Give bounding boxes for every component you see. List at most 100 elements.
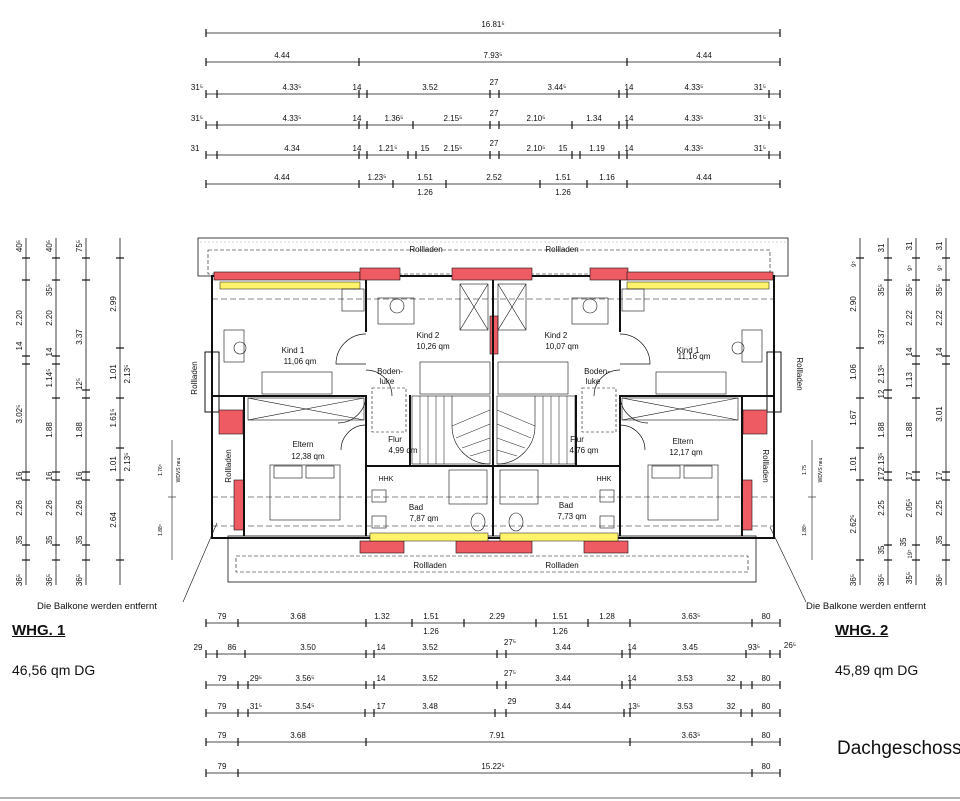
svg-text:15: 15	[559, 144, 568, 153]
stairs	[411, 395, 576, 465]
svg-text:36⁵: 36⁵	[15, 574, 24, 586]
svg-text:14: 14	[905, 347, 914, 356]
top-dimension-ticks	[205, 29, 781, 188]
svg-text:31⁵: 31⁵	[754, 114, 766, 123]
svg-text:36⁵: 36⁵	[75, 574, 84, 586]
svg-text:26⁵: 26⁵	[784, 641, 796, 650]
svg-text:2.25: 2.25	[877, 500, 886, 516]
furniture	[223, 283, 763, 532]
svg-text:2.13⁵: 2.13⁵	[123, 365, 132, 384]
svg-text:29: 29	[508, 697, 517, 706]
svg-text:1.51: 1.51	[555, 173, 571, 182]
shutter-label: Rollladen	[761, 449, 770, 482]
svg-text:93⁵: 93⁵	[748, 643, 760, 652]
room-name: luke	[380, 377, 395, 386]
svg-text:2.20: 2.20	[15, 310, 24, 326]
svg-text:31: 31	[877, 243, 886, 252]
svg-text:9⁵: 9⁵	[937, 265, 944, 271]
svg-text:1.32: 1.32	[374, 612, 390, 621]
room-area: 10,26 qm	[416, 342, 450, 351]
svg-text:1.13: 1.13	[905, 372, 914, 388]
svg-text:3.52: 3.52	[422, 674, 438, 683]
svg-text:1.51: 1.51	[417, 173, 433, 182]
svg-text:79: 79	[218, 702, 227, 711]
svg-text:2.90: 2.90	[849, 296, 858, 312]
top-dimension-chains	[206, 32, 780, 185]
svg-text:36⁵: 36⁵	[935, 574, 944, 586]
shutter-label: Rollladen	[224, 449, 233, 482]
svg-text:80: 80	[762, 612, 771, 621]
svg-text:1.28: 1.28	[599, 612, 615, 621]
room-name: Kind 2	[545, 331, 568, 340]
svg-text:40⁵: 40⁵	[45, 240, 54, 252]
unit-1-area: 46,56 qm DG	[12, 662, 96, 678]
svg-text:29⁵: 29⁵	[250, 674, 262, 683]
svg-text:14: 14	[45, 347, 54, 356]
svg-text:31⁵: 31⁵	[191, 83, 203, 92]
svg-text:3.53: 3.53	[677, 674, 693, 683]
svg-text:19⁵: 19⁵	[907, 549, 914, 559]
room-area: 4,76 qm	[570, 446, 599, 455]
svg-text:7.93⁵: 7.93⁵	[484, 51, 503, 60]
attic-hatches	[371, 387, 617, 433]
svg-text:14: 14	[935, 347, 944, 356]
room-area: 10,07 qm	[545, 342, 579, 351]
svg-text:1.88⁵: 1.88⁵	[158, 524, 164, 536]
svg-text:17: 17	[905, 471, 914, 480]
svg-text:2.20: 2.20	[45, 310, 54, 326]
svg-text:7.91: 7.91	[489, 731, 505, 740]
svg-text:4.33⁵: 4.33⁵	[283, 114, 302, 123]
svg-text:1.88: 1.88	[45, 422, 54, 438]
svg-text:27⁵: 27⁵	[504, 669, 516, 678]
unit-2-area: 45,89 qm DG	[835, 662, 919, 678]
svg-text:1.21⁵: 1.21⁵	[379, 144, 398, 153]
room-name: Eltern	[673, 437, 694, 446]
svg-text:3.63⁵: 3.63⁵	[682, 612, 701, 621]
svg-text:1.76⁵: 1.76⁵	[158, 464, 164, 476]
svg-text:WDVS neu: WDVS neu	[176, 457, 182, 482]
svg-text:3.44: 3.44	[555, 643, 571, 652]
svg-text:1.75: 1.75	[802, 465, 808, 475]
svg-text:31⁵: 31⁵	[754, 83, 766, 92]
bottom-dimension-chains	[206, 622, 780, 774]
svg-text:79: 79	[218, 612, 227, 621]
svg-text:27: 27	[490, 109, 499, 118]
svg-text:36⁵: 36⁵	[45, 574, 54, 586]
svg-text:2.29: 2.29	[489, 612, 505, 621]
room-name: Boden-	[584, 367, 610, 376]
svg-text:35: 35	[899, 537, 908, 546]
svg-text:35⁵: 35⁵	[905, 284, 914, 296]
svg-text:29: 29	[194, 643, 203, 652]
svg-text:4.44: 4.44	[274, 173, 290, 182]
svg-text:32: 32	[727, 674, 736, 683]
svg-text:1.34: 1.34	[586, 114, 602, 123]
svg-text:17: 17	[935, 471, 944, 480]
wdvs-markers	[168, 440, 816, 560]
room-name: Kind 1	[282, 346, 305, 355]
room-name: Kind 1	[677, 346, 700, 355]
balcony-leader-lines	[182, 522, 807, 603]
svg-text:1.23⁵: 1.23⁵	[368, 173, 387, 182]
svg-text:31⁵: 31⁵	[754, 144, 766, 153]
svg-text:40⁵: 40⁵	[15, 240, 24, 252]
svg-text:17: 17	[377, 702, 386, 711]
interior-walls	[212, 280, 774, 536]
room-name: Bad	[409, 503, 423, 512]
svg-text:1.19: 1.19	[589, 144, 605, 153]
unit-2-label: WHG. 2	[835, 622, 889, 639]
svg-text:1.26: 1.26	[423, 627, 439, 636]
bottom-dimension-ticks	[205, 619, 781, 777]
svg-text:3.44⁵: 3.44⁵	[548, 83, 567, 92]
bottom-dimension-labels: 79 3.68 1.32 1.51 2.29 1.51 1.28 3.63⁵ 8…	[194, 612, 797, 771]
svg-text:35: 35	[877, 545, 886, 554]
svg-text:75⁵: 75⁵	[75, 240, 84, 252]
svg-text:79: 79	[218, 731, 227, 740]
svg-text:31: 31	[191, 144, 200, 153]
balcony-note-left: Die Balkone werden entfernt	[37, 601, 157, 612]
room-area: 11,06 qm	[284, 357, 317, 366]
svg-text:2.05⁵: 2.05⁵	[905, 499, 914, 518]
svg-text:31⁵: 31⁵	[191, 114, 203, 123]
room-name: luke	[586, 377, 601, 386]
svg-text:4.33⁵: 4.33⁵	[283, 83, 302, 92]
svg-text:1.16: 1.16	[599, 173, 615, 182]
